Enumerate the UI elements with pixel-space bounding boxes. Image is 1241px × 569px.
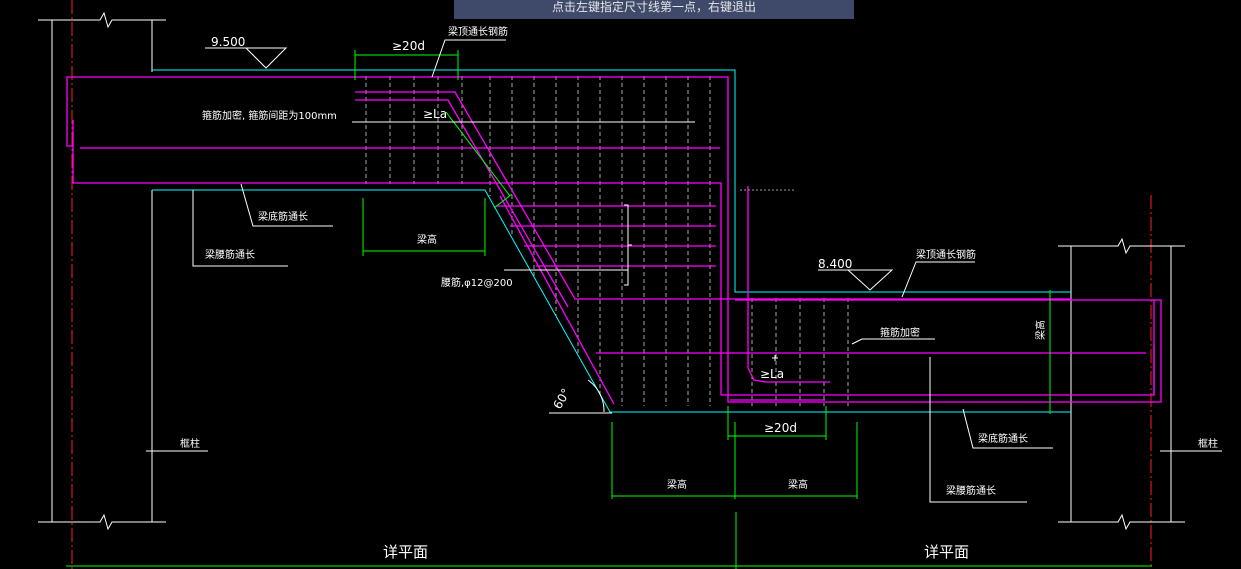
stirrup-dense-left-label: 箍筋加密, 箍筋间距为100mm [202,109,337,122]
waist-rebar-left-label: 梁腰筋通长 [205,248,255,261]
top-rebar-right-hook [747,186,830,383]
beam-height-vertical-label: 梁高 [1034,320,1047,340]
angle-label: 60° [550,386,573,411]
slope-rebar [499,195,615,405]
column-right-label: 框柱 [1198,437,1218,450]
plan-right-label: 详平面 [924,543,969,561]
command-prompt-bar: 点击左键指定尺寸线第一点，右键退出 [454,0,854,19]
axis-lines [71,0,1152,569]
drawing-text: 9.500 8.400 梁顶通长钢筋 梁顶通长钢筋 ≥20d ≥20d ≥La … [180,25,1218,561]
waist-rebar-right-label: 梁腰筋通长 [946,484,996,497]
la-bottom-label: ≥La [760,367,784,381]
elev-left-label: 9.500 [211,35,245,49]
elev-right-label: 8.400 [818,257,852,271]
column-left [38,11,166,531]
top-rebar-left [66,76,1162,403]
beam-outline [152,69,1071,413]
bottom-rebar-left-label: 梁底筋通长 [258,210,308,223]
anchor-20d-top-label: ≥20d [392,39,425,53]
bent-rebar-outer [355,91,1072,300]
beam-height-label-3: 梁高 [788,478,808,491]
dimension-lines [66,50,1152,569]
waist-spec-label: 腰筋,φ12@200 [441,276,513,289]
stirrup-dense-right-label: 箍筋加密 [880,326,920,339]
leader-lines [146,39,1222,503]
column-left-label: 框柱 [180,437,200,450]
beam-top-edge [152,69,1071,293]
top-rebar-left-label: 梁顶通长钢筋 [448,25,508,38]
stirrups [365,76,849,406]
beam-height-label-2: 梁高 [667,478,687,491]
plan-left-label: 详平面 [383,543,428,561]
top-rebar-right-label: 梁顶通长钢筋 [916,248,976,261]
rebars [66,76,1162,405]
bent-rebar-inner [355,99,569,308]
bottom-rebar-right-label: 梁底筋通长 [978,432,1028,445]
la-top-label: ≥La [423,107,447,121]
anchor-20d-bottom-label: ≥20d [764,421,797,435]
beam-bottom-edge [152,189,1071,413]
beam-height-label-1: 梁高 [417,233,437,246]
column-right [1058,237,1185,531]
command-prompt-text: 点击左键指定尺寸线第一点，右键退出 [551,0,756,14]
